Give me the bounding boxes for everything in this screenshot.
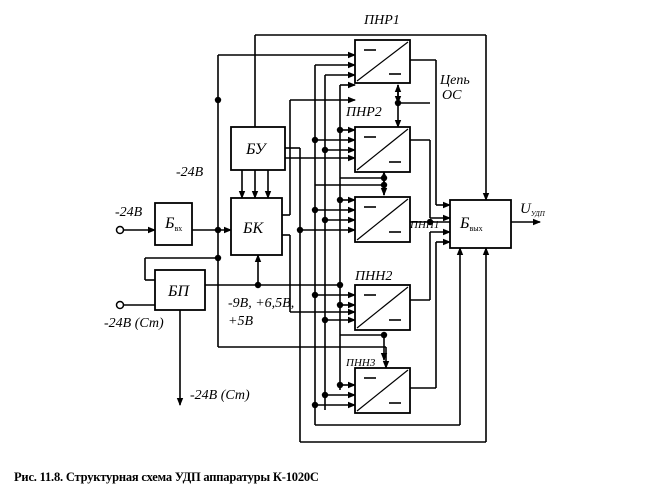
label-pnn3: ПНН3 bbox=[345, 357, 376, 369]
wires bbox=[124, 34, 541, 443]
svg-text:БП: БП bbox=[167, 283, 190, 300]
label-pnr1: ПНР1 bbox=[363, 13, 400, 28]
label-feedback-1: Цепь bbox=[439, 73, 470, 88]
label-input-voltage: -24В bbox=[115, 205, 143, 220]
converter-pnr2 bbox=[354, 126, 411, 173]
label-bp-output-2: +5В bbox=[228, 314, 253, 329]
label-pnn1: ПНН1 bbox=[409, 219, 439, 231]
label-bp-output-1: -9В, +6,5В, bbox=[228, 296, 294, 311]
label-pnn2: ПНН2 bbox=[354, 269, 392, 284]
figure-caption: Рис. 11.8. Структурная схема УДП аппарат… bbox=[14, 470, 319, 484]
label-bottom-line: -24В (Ст) bbox=[190, 388, 250, 403]
converter-pnn3 bbox=[354, 367, 411, 414]
converter-pnr1 bbox=[354, 39, 411, 84]
converter-pnn1 bbox=[354, 196, 411, 243]
block-bu: БУ bbox=[230, 126, 286, 171]
block-bk: БК bbox=[230, 197, 283, 256]
bp-input-terminal bbox=[115, 300, 125, 310]
block-bp: БП bbox=[154, 269, 206, 311]
label-bus-voltage: -24В bbox=[176, 165, 204, 180]
block-bvyh: Бвых bbox=[449, 199, 512, 249]
svg-text:Бвх: Бвх bbox=[164, 215, 182, 233]
svg-text:БУ: БУ bbox=[245, 141, 268, 158]
svg-text:БК: БК bbox=[242, 220, 264, 237]
label-pnr2: ПНР2 bbox=[345, 105, 382, 120]
junction-dots bbox=[214, 96, 434, 409]
converter-pnn2 bbox=[354, 284, 411, 331]
block-bvx: Бвх bbox=[154, 202, 193, 246]
input-terminal bbox=[115, 225, 125, 235]
label-bp-input: -24В (Ст) bbox=[104, 316, 164, 331]
label-output: UУДП bbox=[520, 201, 546, 218]
svg-text:Бвых: Бвых bbox=[459, 215, 483, 233]
label-feedback-2: ОС bbox=[442, 88, 462, 103]
